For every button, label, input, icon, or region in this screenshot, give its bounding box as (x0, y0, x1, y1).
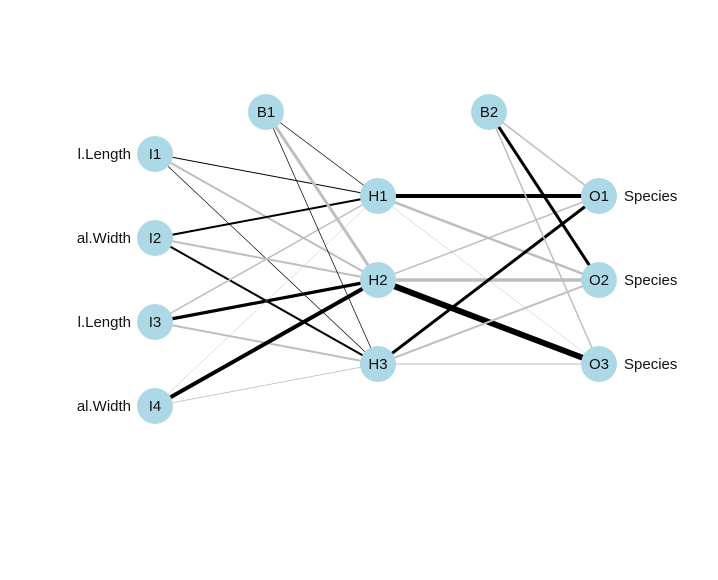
input-variable-label: al.Width (77, 230, 131, 247)
node-o2 (581, 262, 617, 298)
node-b2 (471, 94, 507, 130)
edge-b1-h2 (264, 111, 380, 281)
edge-h2-o1 (377, 195, 600, 281)
node-o1 (581, 178, 617, 214)
node-b1 (248, 94, 284, 130)
edge-i2-h1 (154, 195, 379, 239)
node-label-o3: O3 (589, 356, 609, 373)
edge-b1-h3 (265, 111, 379, 365)
edge-i1-h1 (154, 153, 379, 197)
node-label-i3: I3 (149, 314, 162, 331)
node-i3 (137, 304, 173, 340)
node-label-h1: H1 (368, 188, 387, 205)
edge-b2-o1 (488, 111, 600, 197)
edge-i3-h1 (154, 195, 379, 323)
node-label-b2: B2 (480, 104, 498, 121)
node-i4 (137, 388, 173, 424)
node-label-h2: H2 (368, 272, 387, 289)
edge-i4-h1 (154, 195, 379, 407)
edge-i4-h3 (154, 363, 379, 407)
node-h2 (360, 262, 396, 298)
node-label-h3: H3 (368, 356, 387, 373)
node-i2 (137, 220, 173, 256)
edge-i4-h2 (154, 278, 379, 408)
input-variable-label: l.Length (78, 314, 131, 331)
node-label-b1: B1 (257, 104, 275, 121)
node-label-i1: I1 (149, 146, 162, 163)
edge-h3-o2 (377, 279, 600, 365)
edges-layer (154, 111, 601, 408)
input-variable-label: l.Length (78, 146, 131, 163)
node-o3 (581, 346, 617, 382)
node-label-i4: I4 (149, 398, 162, 415)
output-variable-label: Species (624, 188, 677, 205)
node-h1 (360, 178, 396, 214)
node-label-i2: I2 (149, 230, 162, 247)
edge-b2-o2 (487, 111, 601, 281)
output-variable-label: Species (624, 356, 677, 373)
input-variable-label: al.Width (77, 398, 131, 415)
node-i1 (137, 136, 173, 172)
node-label-o1: O1 (589, 188, 609, 205)
output-variable-label: Species (624, 272, 677, 289)
edge-b2-o3 (488, 111, 600, 365)
edge-b1-h1 (265, 111, 379, 197)
node-label-o2: O2 (589, 272, 609, 289)
node-h3 (360, 346, 396, 382)
